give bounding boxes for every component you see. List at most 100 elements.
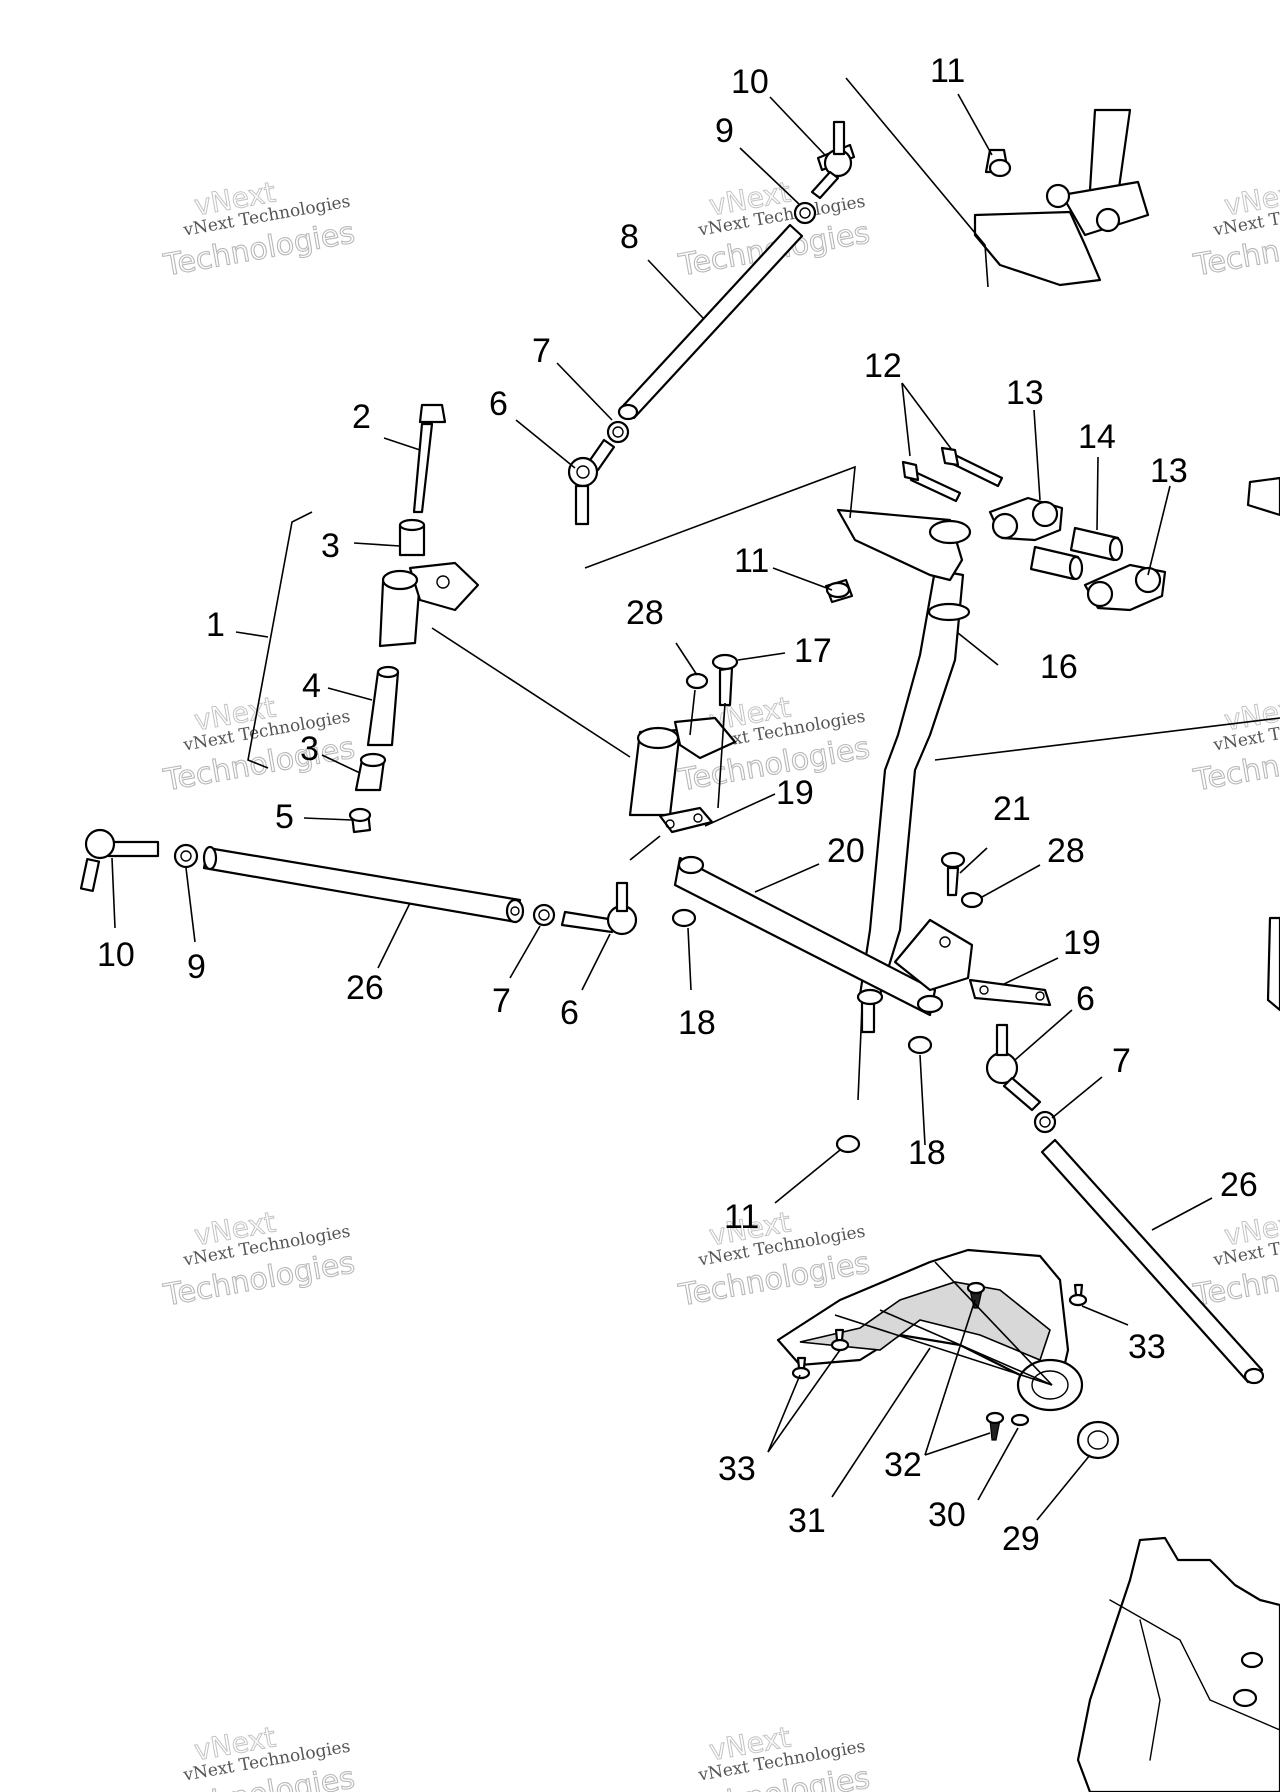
part-nut-11-bottom [835,1134,861,1154]
part-nut-5 [348,807,372,834]
part-clamp-13b [1083,563,1167,612]
part-nut-11-top [988,158,1012,178]
callout-14: 14 [1078,418,1116,456]
parts-layer [79,108,1280,1792]
part-frame-lower-right [1076,1536,1280,1792]
part-bolt-12a [901,460,962,503]
part-rod-end-upper-left [567,438,616,526]
part-ball-joint-upper [810,120,856,200]
callout-labels: 1 2 3 3 4 5 6 6 6 7 7 7 8 9 9 10 10 11 1… [97,52,1258,1558]
part-rod-end-6-left [560,881,638,936]
watermark-layer: vNext vNext Technologies Technologies vN… [160,175,1280,1792]
callout-6-right: 6 [1076,980,1095,1018]
callout-33-right: 33 [1128,1328,1166,1366]
callout-7-upper: 7 [532,332,551,370]
part-tie-rod-upper [617,223,804,421]
callout-2: 2 [352,398,371,436]
callout-13-upper: 13 [1006,374,1044,412]
callout-12: 12 [864,347,902,385]
part-grommet-30 [1010,1413,1030,1427]
part-cap-29 [1076,1420,1120,1460]
part-bushing-3a [398,518,426,557]
part-bracket-steer [893,918,974,992]
callout-9-upper: 9 [715,112,734,150]
callout-21: 21 [993,790,1031,828]
callout-28-lower: 28 [1047,832,1085,870]
part-rod-end-10-left [79,828,160,893]
callout-18-right: 18 [908,1134,946,1172]
part-nut-18a [671,908,697,928]
part-clamp-13a [988,496,1064,542]
part-steering-column-top [973,108,1150,287]
callout-17: 17 [794,632,832,670]
part-jam-nut-7-right [1033,1110,1057,1134]
callout-29: 29 [1002,1520,1040,1558]
callout-6-left: 6 [560,994,579,1032]
callout-32: 32 [884,1446,922,1484]
callout-19-left: 19 [776,774,814,812]
watermark: vNext vNext Technologies Technologies [160,690,358,799]
callout-33-left: 33 [718,1450,756,1488]
part-tie-rod-lower-left [202,845,525,924]
part-screw-32b [985,1411,1005,1441]
part-screw-32a [966,1281,986,1309]
watermark: vNext vNext Technologies Technologies [1190,175,1280,284]
callout-11-bottom: 11 [724,1198,759,1236]
part-jam-nut-upper [793,201,817,225]
watermark: vNext vNext Technologies Technologies [675,1205,873,1314]
part-tie-rod-lower-right [1040,1138,1265,1385]
callout-20: 20 [827,832,865,870]
watermark: vNext vNext Technologies Technologies [675,1720,873,1792]
part-cover-31 [776,1248,1084,1412]
part-jam-nut-7-left [532,903,556,927]
callout-8: 8 [620,218,639,256]
callout-18-left: 18 [678,1004,716,1042]
callout-4: 4 [302,667,321,705]
callout-19-right: 19 [1063,924,1101,962]
part-jam-nut-9-left [173,843,199,869]
watermark: vNext vNext Technologies Technologies [1190,690,1280,799]
callout-11-top: 11 [930,52,965,90]
callout-10-left: 10 [97,936,135,974]
callout-16: 16 [1040,648,1078,686]
part-nut-18b [907,1035,933,1055]
callout-5: 5 [275,798,294,836]
part-plate-19b [968,978,1052,1007]
callout-10-upper: 10 [731,63,769,101]
callout-3-upper: 3 [321,527,340,565]
part-bolt-17 [711,653,739,707]
callout-7-left: 7 [492,982,511,1020]
part-bushing-3b [354,752,387,792]
part-bushing-14a [1069,526,1124,562]
part-bolt-21 [940,851,966,897]
callout-30: 30 [928,1496,966,1534]
part-steering-shaft [836,508,972,1034]
part-bolt-12b [940,446,1004,488]
callout-31: 31 [788,1502,826,1540]
part-center-bracket [628,716,737,834]
part-nut-28b [960,891,984,909]
part-bolt-2 [412,403,447,514]
part-nut-28a [685,672,709,690]
callout-13-lower: 13 [1150,452,1188,490]
callout-28-upper: 28 [626,594,664,632]
watermark: vNext vNext Technologies Technologies [160,1720,358,1792]
callout-9-left: 9 [187,948,206,986]
callout-11-mid: 11 [734,542,769,580]
part-clip-33a [1068,1283,1088,1307]
callout-7-right: 7 [1112,1042,1131,1080]
callout-3-lower: 3 [300,730,319,768]
part-jam-nut-left-upper [606,420,630,444]
part-rod-end-6-right [985,1023,1042,1112]
watermark: vNext vNext Technologies Technologies [160,1205,358,1314]
part-bushing-14b [1029,545,1084,581]
callout-26-left: 26 [346,969,384,1007]
part-spacer-4 [366,665,400,747]
watermark: vNext vNext Technologies Technologies [160,175,358,284]
part-edge-piece-a [1246,476,1280,517]
part-clip-33c [791,1356,811,1380]
part-bracket-upper [378,561,480,648]
part-edge-piece-b [1266,916,1280,1012]
callout-6-upper: 6 [489,385,508,423]
